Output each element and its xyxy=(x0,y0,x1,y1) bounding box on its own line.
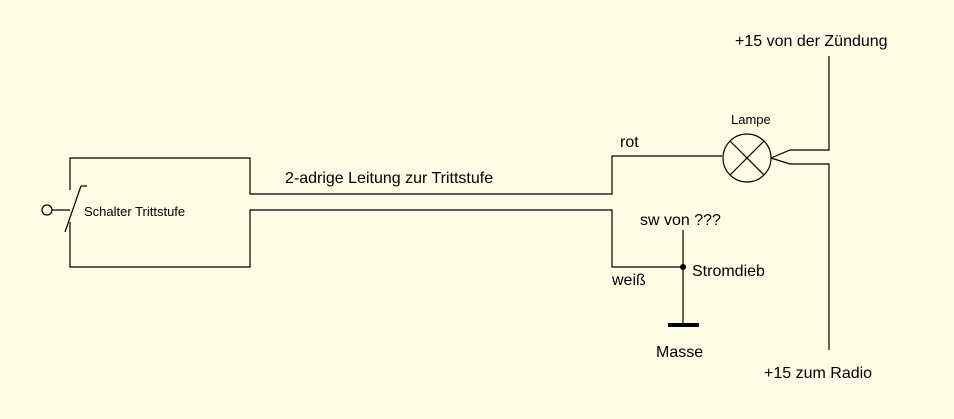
lamp-label: Lampe xyxy=(731,112,771,127)
tap-label: Stromdieb xyxy=(692,263,765,280)
lamp-to-ignition-wire xyxy=(770,56,830,159)
white-wire-label: weiß xyxy=(611,272,646,289)
tap-junction-dot xyxy=(680,264,686,270)
ignition-label: +15 von der Zündung xyxy=(735,33,888,50)
switch-contact-lever xyxy=(64,185,82,233)
black-wire-label: sw von ??? xyxy=(640,212,721,229)
switch-housing-upper-wire xyxy=(69,155,722,195)
switch-housing-lower-wire xyxy=(69,209,683,268)
lamp-to-radio-wire xyxy=(770,157,830,350)
switch-terminal-circle xyxy=(41,204,53,216)
red-wire-label: rot xyxy=(620,134,639,151)
ground-label: Masse xyxy=(656,344,703,361)
cable-label: 2-adrige Leitung zur Trittstufe xyxy=(285,170,493,187)
lamp-cross-2 xyxy=(729,140,765,176)
switch-label: Schalter Trittstufe xyxy=(84,204,185,219)
radio-label: +15 zum Radio xyxy=(764,365,872,382)
